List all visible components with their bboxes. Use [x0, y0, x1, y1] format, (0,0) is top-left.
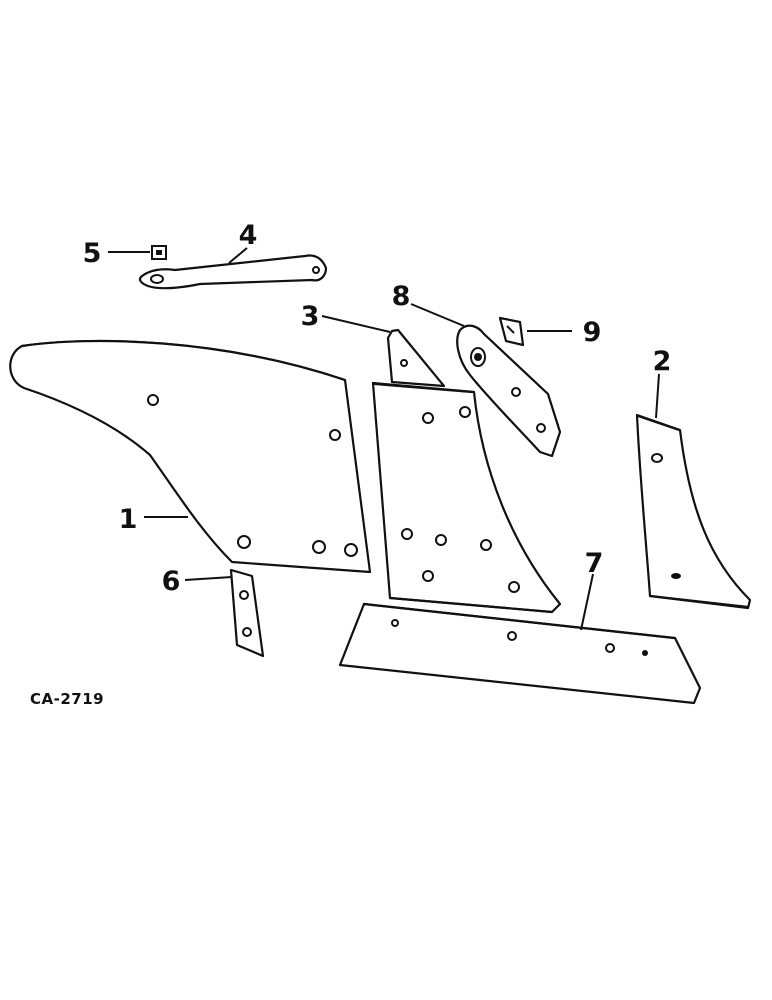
callout-6: 6: [162, 566, 181, 597]
callout-7: 7: [585, 548, 604, 579]
callout-3: 3: [301, 301, 320, 332]
callout-8: 8: [392, 281, 411, 312]
part-2-landside: [635, 413, 752, 610]
part-9-clip: [498, 316, 525, 347]
callout-1: 1: [119, 504, 138, 535]
part-5-nut: [151, 245, 167, 260]
part-8-bar: [456, 324, 562, 458]
callout-5: 5: [83, 238, 102, 269]
callout-2: 2: [653, 346, 672, 377]
part-7-share: [338, 602, 702, 705]
part-3-plate: [386, 328, 446, 388]
part-4-brace: [138, 254, 328, 290]
callouts: 1 2 3 4 5 6 7 8 9: [83, 220, 672, 597]
figure-code: CA-2719: [30, 690, 104, 708]
callout-9: 9: [583, 317, 602, 348]
part-frog-plate: [371, 381, 562, 614]
callout-4: 4: [239, 220, 258, 251]
part-6-plate: [229, 568, 265, 658]
part-1-moldboard: [9, 339, 372, 574]
leader-lines: [108, 247, 660, 631]
